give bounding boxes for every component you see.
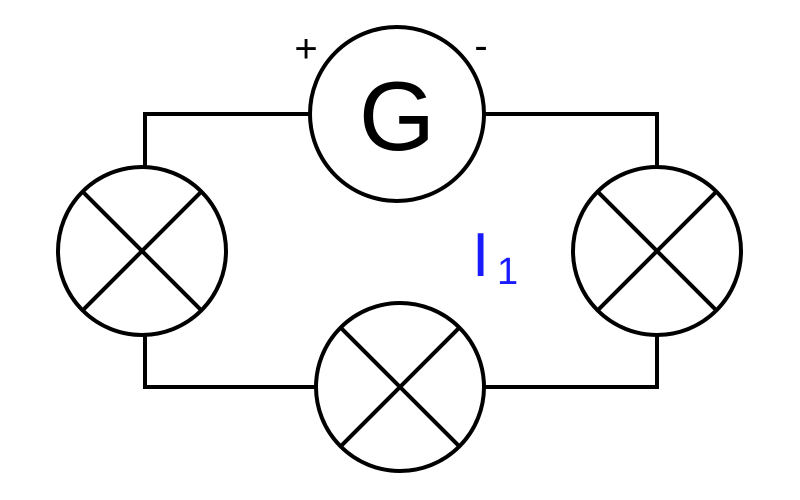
plus-terminal-sign: +	[294, 27, 317, 71]
wire-bottom-right	[481, 334, 659, 389]
minus-terminal-sign: -	[474, 24, 487, 68]
generator-symbol: G	[359, 61, 435, 171]
generator: G + -	[294, 24, 488, 203]
right-lamp-cross-b	[596, 190, 718, 312]
right-lamp	[571, 165, 743, 337]
bottom-lamp-cross-b	[339, 326, 461, 448]
left-lamp-cross-b	[81, 190, 203, 312]
current-subscript: 1	[497, 251, 518, 293]
circuit-wires	[143, 112, 659, 389]
generator-circle	[308, 25, 486, 203]
wire-top-left	[143, 112, 312, 168]
wire-top-right	[483, 112, 659, 168]
wire-bottom-left	[143, 334, 319, 389]
current-label: I 1	[472, 221, 518, 293]
bottom-lamp	[314, 301, 486, 473]
left-lamp	[56, 165, 228, 337]
current-symbol: I	[472, 221, 489, 290]
